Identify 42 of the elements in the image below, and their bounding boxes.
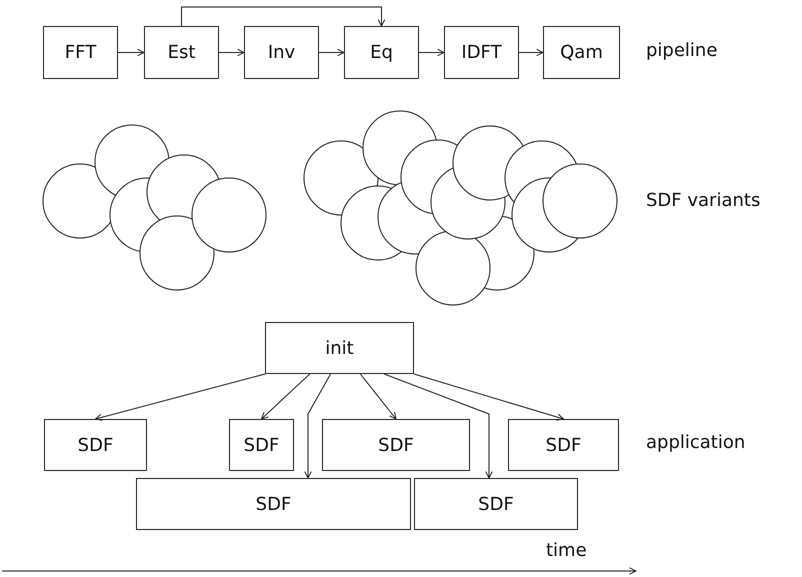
task-box — [136, 478, 411, 530]
arrow — [318, 48, 344, 56]
arrow — [518, 48, 544, 56]
task-box — [44, 419, 147, 471]
node-label: SDF — [546, 434, 582, 456]
task-box — [414, 478, 578, 530]
process-box — [244, 26, 319, 79]
task-box — [229, 419, 294, 471]
arrow — [261, 374, 310, 420]
arrow — [384, 374, 493, 478]
node-label: SDF — [244, 434, 280, 456]
node-label: Est — [168, 42, 196, 63]
process-box — [444, 26, 519, 79]
process-box — [43, 26, 118, 79]
task-box — [265, 322, 414, 374]
node-label: SDF — [478, 494, 514, 514]
row-label: application — [646, 432, 746, 453]
node-label: SDF — [256, 494, 292, 514]
arrow — [360, 374, 396, 420]
row-label: SDF variants — [646, 190, 760, 211]
process-box — [144, 26, 219, 79]
task-box — [322, 419, 470, 471]
node-label: FFT — [64, 42, 96, 63]
arrow — [181, 6, 386, 26]
arrow — [304, 374, 332, 478]
node-label: Qam — [560, 42, 603, 63]
axis-label: time — [546, 540, 587, 561]
node-label: SDF — [78, 434, 114, 456]
process-box — [543, 26, 620, 79]
node-label: Inv — [268, 42, 296, 63]
arrow — [414, 374, 564, 421]
arrow — [418, 48, 444, 56]
node-label: init — [325, 338, 354, 358]
node-label: Eq — [370, 42, 393, 63]
arrow — [218, 48, 244, 56]
arrow — [95, 374, 266, 421]
arrow — [118, 48, 144, 56]
node-label: SDF — [378, 434, 414, 456]
process-box — [344, 26, 419, 79]
task-box — [508, 419, 619, 471]
node-label: IDFT — [461, 42, 502, 63]
row-label: pipeline — [646, 40, 718, 61]
